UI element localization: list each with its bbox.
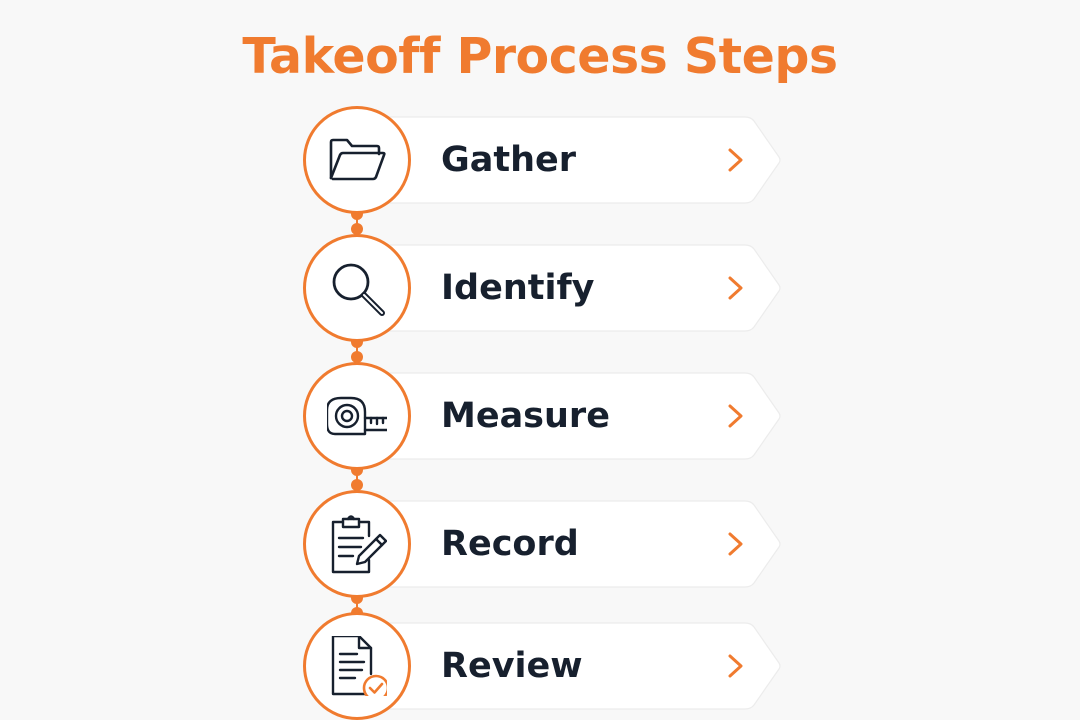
step-measure[interactable]: Measure xyxy=(303,362,783,470)
chevron-right-icon xyxy=(728,532,743,556)
step-label: Review xyxy=(441,646,583,686)
step-icon-circle xyxy=(303,362,411,470)
step-review[interactable]: Review xyxy=(303,612,783,720)
step-label: Identify xyxy=(441,268,595,308)
page-title: Takeoff Process Steps xyxy=(242,28,838,85)
folder-icon xyxy=(329,138,386,181)
clipboard-pencil-icon xyxy=(331,515,387,574)
step-banner xyxy=(374,116,781,204)
connector-dot xyxy=(351,223,363,235)
step-label: Measure xyxy=(441,396,610,436)
connector-dot xyxy=(351,351,363,363)
chevron-right-icon xyxy=(728,404,743,428)
chevron-right-icon xyxy=(728,654,743,678)
step-label: Gather xyxy=(441,140,576,180)
step-icon-circle xyxy=(303,106,411,214)
step-icon-circle xyxy=(303,490,411,598)
document-check-icon xyxy=(331,636,387,696)
tape-measure-icon xyxy=(327,396,387,436)
step-identify[interactable]: Identify xyxy=(303,234,783,342)
step-record[interactable]: Record xyxy=(303,490,783,598)
step-label: Record xyxy=(441,524,579,564)
chevron-right-icon xyxy=(728,148,743,172)
step-icon-circle xyxy=(303,612,411,720)
chevron-right-icon xyxy=(728,276,743,300)
step-icon-circle xyxy=(303,234,411,342)
step-gather[interactable]: Gather xyxy=(303,106,783,214)
magnifier-icon xyxy=(332,263,385,316)
connector-dot xyxy=(351,479,363,491)
